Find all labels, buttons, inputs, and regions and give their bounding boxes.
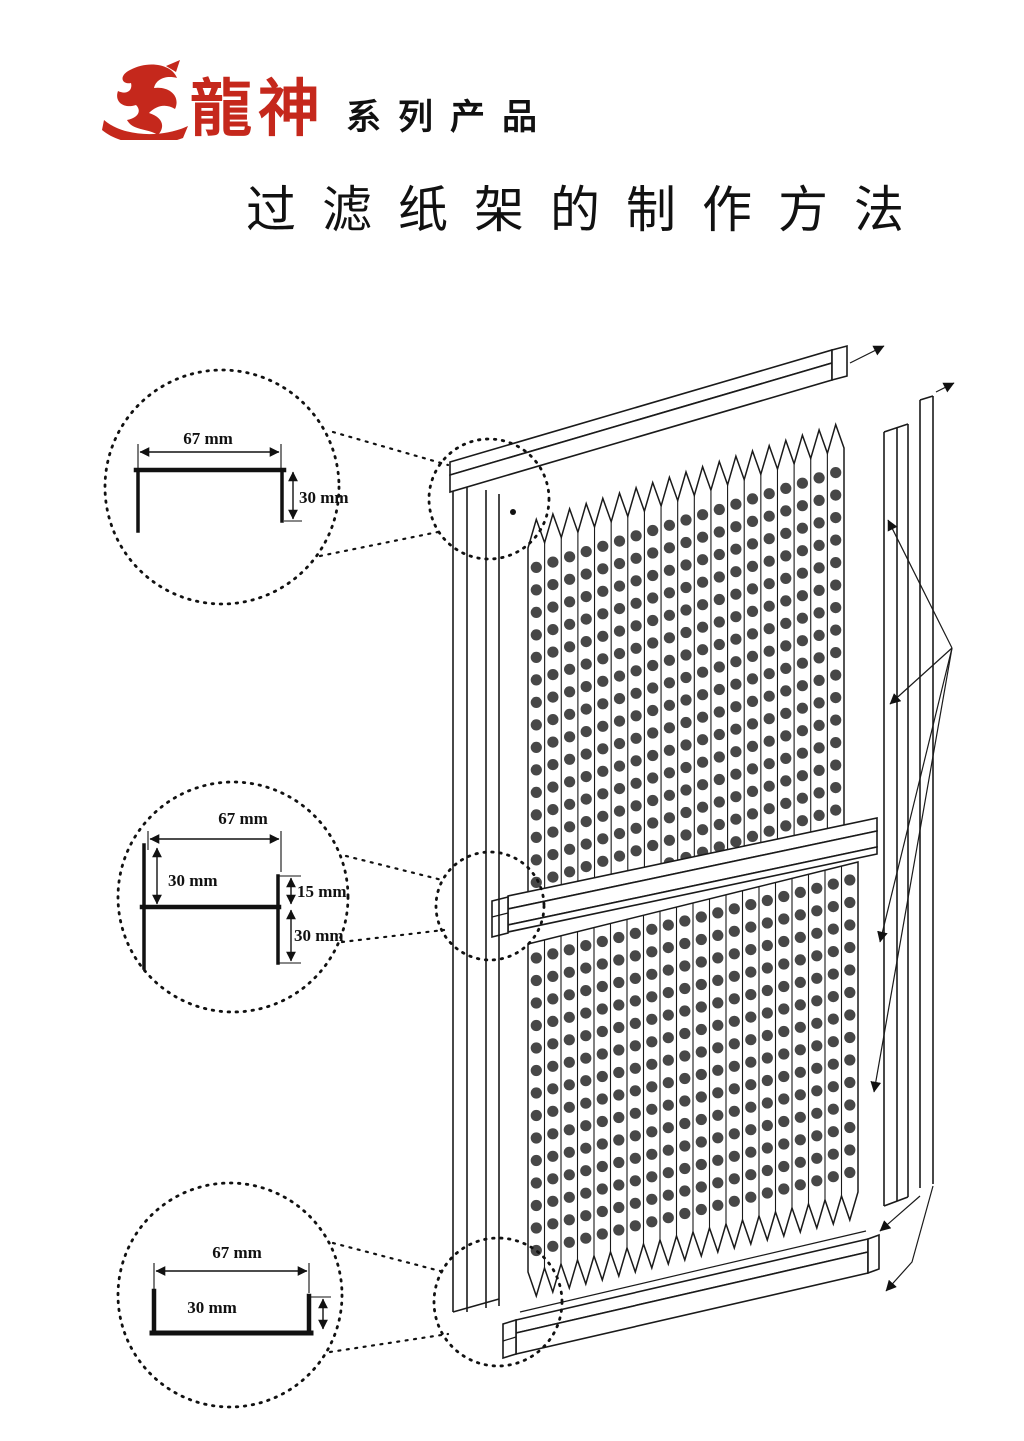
top-rail xyxy=(449,344,885,494)
bottom-rail xyxy=(502,1230,880,1360)
callout-bottom-profile: 67 mm 30 mm xyxy=(116,1181,344,1409)
dim-top-height: 30 mm xyxy=(299,488,349,507)
filter-pleats-upper xyxy=(527,422,845,904)
assembly-arrow-top-right xyxy=(935,382,955,393)
callout-connectors xyxy=(318,430,450,1354)
callout-middle-profile: 67 mm 30 mm 15 mm 30 mm xyxy=(116,780,350,1014)
dim-bottom-width: 67 mm xyxy=(212,1243,262,1262)
dim-middle-right-bottom: 30 mm xyxy=(294,926,344,945)
detail-circle-middle-joint xyxy=(434,850,546,962)
filter-pleats-lower xyxy=(527,861,859,1299)
header: 龍神 系列产品 xyxy=(96,56,554,140)
assembly-arrow-top xyxy=(849,345,885,364)
series-label: 系列产品 xyxy=(346,98,555,137)
dragon-logo-icon xyxy=(102,60,188,140)
leader-arrows xyxy=(870,519,953,1292)
dim-middle-width: 67 mm xyxy=(218,809,268,828)
detail-markers xyxy=(427,437,564,1368)
dim-bottom-height: 30 mm xyxy=(187,1298,237,1317)
left-post xyxy=(452,466,516,1313)
callout-top-profile: 67 mm 30 mm xyxy=(103,368,349,606)
page-title: 过滤纸架的制作方法 xyxy=(246,182,930,238)
brand-name: 龍神 xyxy=(190,72,327,145)
right-rail-back xyxy=(919,382,955,1188)
middle-beam xyxy=(491,817,878,939)
detail-circle-top-joint xyxy=(427,437,551,561)
right-rail-front xyxy=(883,423,909,1207)
dim-top-width: 67 mm xyxy=(183,429,233,448)
dim-middle-left: 30 mm xyxy=(168,871,218,890)
detail-circle-bottom-joint xyxy=(432,1236,564,1368)
rivet-dot xyxy=(510,509,516,515)
dim-middle-right-top: 15 mm xyxy=(297,882,347,901)
